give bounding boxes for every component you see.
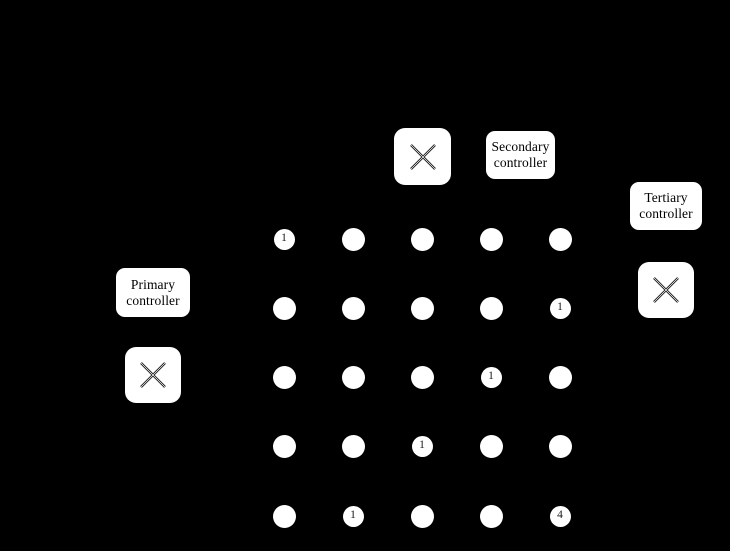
grid-dot-value: 1: [557, 301, 563, 314]
grid-dot[interactable]: [410, 365, 434, 389]
grid-dot-value: 4: [557, 509, 563, 522]
tertiary-controller-label[interactable]: Tertiary controller: [630, 182, 702, 230]
secondary-controller-label-line1: Secondary: [491, 139, 550, 155]
primary-controller-label-line1: Primary: [130, 276, 176, 292]
grid-dot-labeled[interactable]: 1: [342, 505, 364, 527]
grid-dot[interactable]: [341, 434, 365, 458]
grid-dot[interactable]: [341, 227, 365, 251]
tertiary-controller-label-line2: controller: [639, 206, 693, 221]
secondary-controller-x-node[interactable]: [394, 128, 451, 185]
x-mark-icon: [409, 143, 436, 170]
grid-dot[interactable]: [479, 434, 503, 458]
grid-dot[interactable]: [410, 296, 434, 320]
x-mark-icon: [653, 277, 679, 303]
primary-controller-x-node[interactable]: [125, 347, 181, 403]
grid-dot[interactable]: [272, 504, 296, 528]
grid-dot-value: 1: [350, 509, 356, 522]
grid-dot[interactable]: [272, 365, 296, 389]
grid-dot[interactable]: [479, 227, 503, 251]
primary-controller-label-line2: controller: [126, 292, 180, 308]
grid-dot[interactable]: [272, 434, 296, 458]
x-mark-icon: [140, 362, 166, 388]
grid-dot[interactable]: [341, 296, 365, 320]
grid-dot-value: 1: [488, 370, 494, 383]
grid-dot[interactable]: [479, 504, 503, 528]
tertiary-controller-label-line1: Tertiary: [644, 190, 688, 206]
grid-dot-labeled[interactable]: 1: [273, 228, 295, 250]
primary-controller-label[interactable]: Primary controller: [116, 268, 190, 317]
secondary-controller-label[interactable]: Secondary controller: [486, 131, 555, 179]
grid-dot-value: 1: [281, 232, 287, 245]
grid-dot[interactable]: [548, 365, 572, 389]
grid-dot[interactable]: [548, 227, 572, 251]
grid-dot-value: 1: [419, 439, 425, 452]
secondary-controller-label-line2: controller: [493, 155, 548, 170]
grid-dot[interactable]: [548, 434, 572, 458]
grid-dot[interactable]: [410, 227, 434, 251]
grid-dot[interactable]: [341, 365, 365, 389]
grid-dot[interactable]: [272, 296, 296, 320]
grid-dot-labeled[interactable]: 1: [480, 366, 502, 388]
grid-dot-labeled[interactable]: 1: [411, 435, 433, 457]
grid-dot-labeled[interactable]: 1: [549, 297, 571, 319]
grid-dot[interactable]: [479, 296, 503, 320]
tertiary-controller-x-node[interactable]: [638, 262, 694, 318]
grid-dot[interactable]: [410, 504, 434, 528]
grid-dot-labeled[interactable]: 4: [549, 505, 571, 527]
